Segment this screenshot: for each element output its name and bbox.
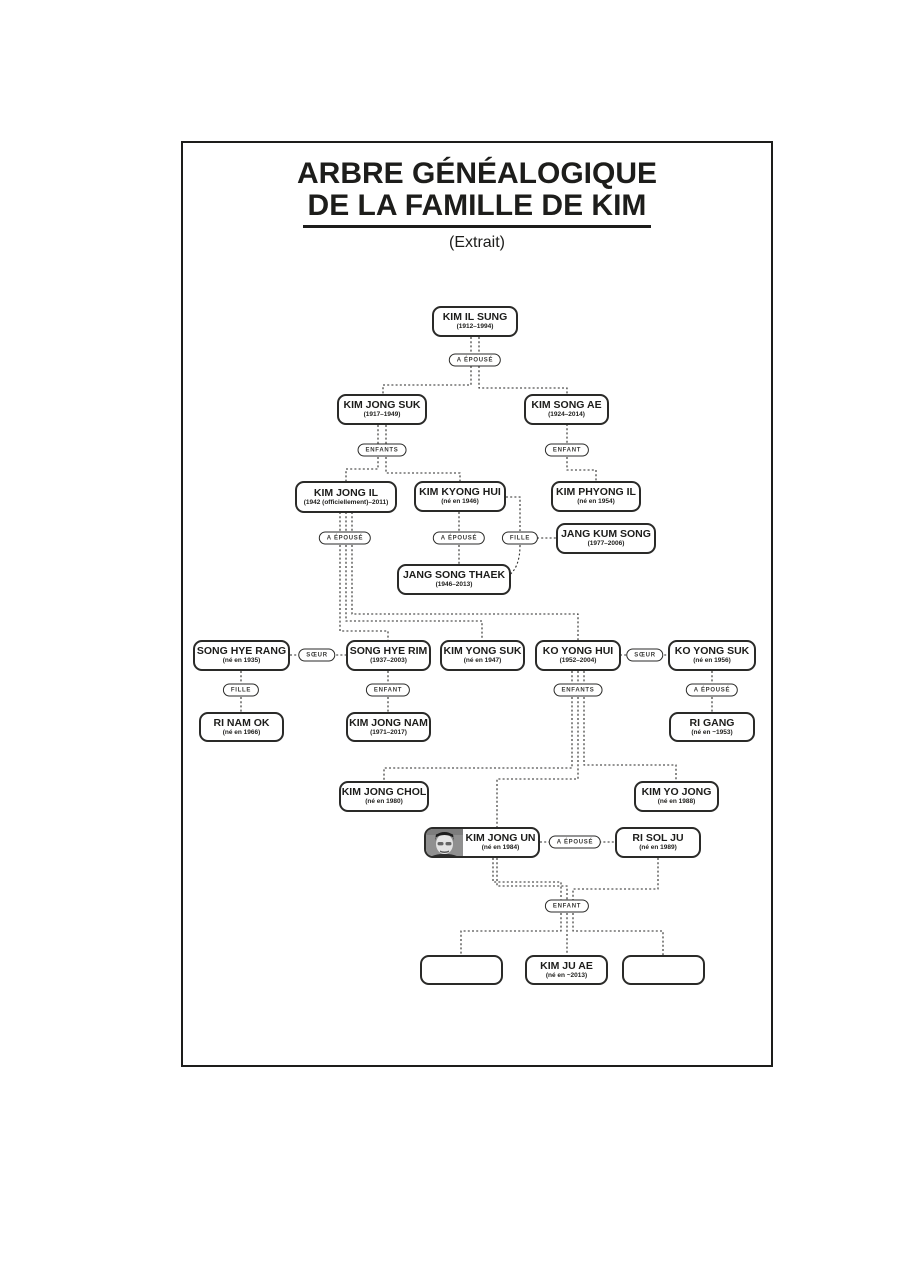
person-box-kim-jong-chol: KIM JONG CHOL (né en 1980) [339,781,429,812]
person-dates: (1977–2006) [587,540,625,547]
relation-label-married: A ÉPOUSÉ [448,353,502,367]
person-dates: (né en 1984) [481,844,520,851]
person-name: KIM KYONG HUI [419,486,501,498]
person-dates: (né en 1947) [463,657,502,664]
person-box-kim-kyong-hui: KIM KYONG HUI (né en 1946) [414,481,506,512]
relation-label-married: A ÉPOUSÉ [548,835,602,849]
person-name: KIM YONG SUK [443,645,522,657]
person-name: RI SOL JU [632,832,684,844]
person-dates: (1912–1994) [456,323,494,330]
person-box-ri-sol-ju: RI SOL JU (né en 1989) [615,827,701,858]
person-name: KIM JONG CHOL [341,786,427,798]
person-dates: (1942 (officiellement)–2011) [303,498,389,506]
person-name: KIM YO JONG [641,786,712,798]
person-box-kim-yong-suk: KIM YONG SUK (né en 1947) [440,640,525,671]
person-box-unknown-child-1 [420,955,503,985]
person-name: RI NAM OK [213,716,270,729]
person-box-ko-yong-hui: KO YONG HUI (1952–2004) [535,640,621,671]
person-dates: (1924–2014) [548,411,585,418]
person-box-kim-phyong-il: KIM PHYONG IL (né en 1954) [551,481,641,512]
person-name: RI GANG [689,716,735,729]
person-dates: (né en 1989) [639,844,677,851]
person-box-kim-song-ae: KIM SONG AE (1924–2014) [524,394,609,425]
person-box-kim-il-sung: KIM IL SUNG (1912–1994) [432,306,518,337]
person-box-kim-ju-ae: KIM JU AE (né en ~2013) [525,955,608,985]
person-box-kim-jong-il: KIM JONG IL (1942 (officiellement)–2011) [295,481,397,513]
person-dates: (né en ~1953) [691,728,733,736]
person-dates: (né en 1980) [365,798,403,805]
person-dates: (1952–2004) [559,657,597,664]
page-title-line2: DE LA FAMILLE DE KIM [307,189,647,222]
kim-jong-un-portrait-photo [426,829,463,856]
person-dates: (né en 1988) [657,798,696,805]
person-dates: (né en 1954) [577,498,615,505]
person-name: JANG SONG THAEK [402,569,506,581]
page-subtitle: (Extrait) [449,233,505,251]
person-name: KIM JONG NAM [349,716,428,729]
relation-label-married: A ÉPOUSÉ [685,683,739,697]
person-dates: (né en 1966) [222,728,261,736]
person-box-kim-jong-suk: KIM JONG SUK (1917–1949) [337,394,427,425]
person-dates: (né en 1935) [222,657,261,664]
person-name: SONG HYE RANG [196,645,287,657]
person-dates: (1946–2013) [435,581,473,588]
person-dates: (1937–2003) [370,657,407,664]
person-name: JANG KUM SONG [561,528,651,540]
person-name: KIM JU AE [540,959,593,972]
person-name: KIM PHYONG IL [556,486,636,498]
relation-label-child: ENFANT [544,443,590,457]
person-name: KIM JONG IL [313,486,379,499]
person-name: KIM SONG AE [531,399,602,411]
person-name: KO YONG SUK [674,645,750,657]
person-box-kim-yo-jong: KIM YO JONG (né en 1988) [634,781,719,812]
person-name: KIM JONG SUK [343,399,421,411]
title-block: ARBRE GÉNÉALOGIQUE DE LA FAMILLE DE KIM … [181,158,773,252]
page-title-line1: ARBRE GÉNÉALOGIQUE [296,157,658,190]
person-dates: (1971–2017) [370,728,407,736]
person-box-song-hye-rim: SONG HYE RIM (1937–2003) [346,640,431,671]
relation-label-child: ENFANT [544,899,590,913]
relation-label-daughter: FILLE [501,531,539,545]
relation-label-married: A ÉPOUSÉ [318,531,372,545]
relation-label-sister: SŒUR [298,648,336,662]
person-box-kim-jong-un: KIM JONG UN (né en 1984) [424,827,540,858]
person-box-song-hye-rang: SONG HYE RANG (né en 1935) [193,640,290,671]
person-name: SONG HYE RIM [349,645,428,657]
poster-frame [181,141,773,1067]
relation-label-sister: SŒUR [626,648,664,662]
relation-label-child: ENFANT [365,683,411,697]
person-name: KIM JONG UN [465,832,536,844]
person-box-ri-gang: RI GANG (né en ~1953) [669,712,755,742]
title-underline [303,225,651,228]
person-box-jang-kum-song: JANG KUM SONG (1977–2006) [556,523,656,554]
relation-label-daughter: FILLE [222,683,260,697]
person-name: KO YONG HUI [542,645,614,657]
person-dates: (1917–1949) [363,411,401,418]
person-box-jang-song-thaek: JANG SONG THAEK (1946–2013) [397,564,511,595]
person-name: KIM IL SUNG [442,311,508,323]
person-dates: (né en 1956) [693,657,731,664]
relation-label-children: ENFANTS [357,443,407,457]
person-box-kim-jong-nam: KIM JONG NAM (1971–2017) [346,712,431,742]
person-box-ri-nam-ok: RI NAM OK (né en 1966) [199,712,284,742]
person-box-ko-yong-suk: KO YONG SUK (né en 1956) [668,640,756,671]
relation-label-children: ENFANTS [553,683,603,697]
person-dates: (né en ~2013) [545,971,588,979]
person-dates: (né en 1946) [441,498,479,505]
relation-label-married: A ÉPOUSÉ [432,531,486,545]
person-box-unknown-child-2 [622,955,705,985]
